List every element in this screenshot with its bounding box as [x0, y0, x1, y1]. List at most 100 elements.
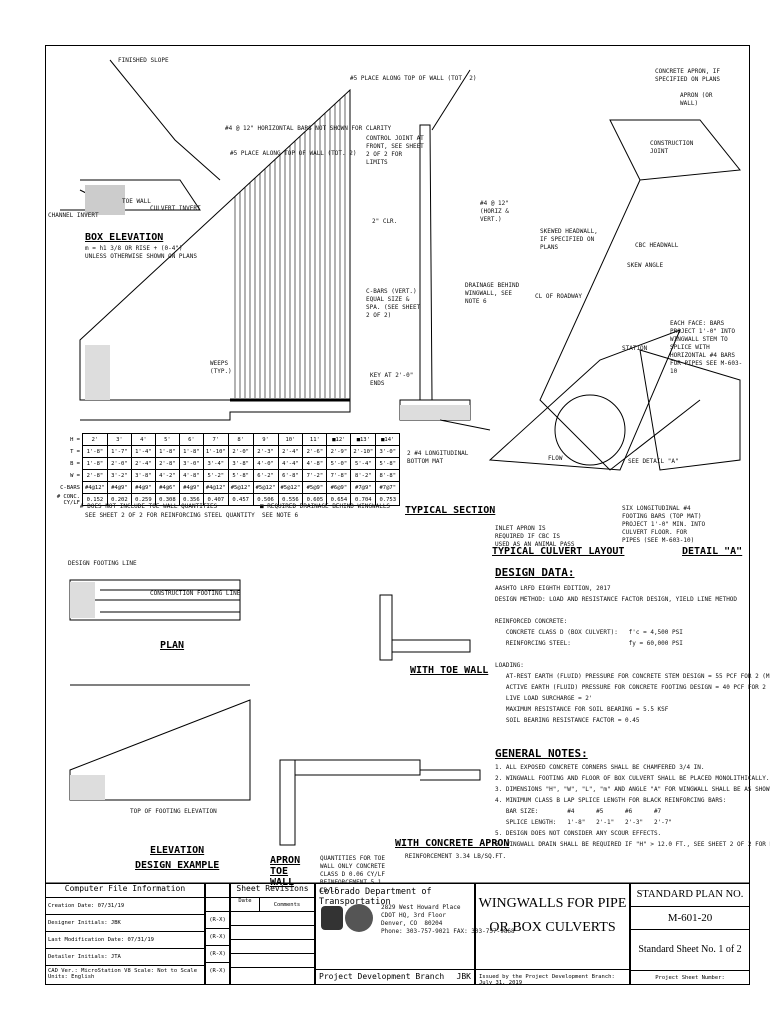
table-cell: 3'-8" [130, 469, 156, 482]
text-line: SPLICE LENGTH: 1'-8" 2'-1" 2'-3" 2'-7" [495, 819, 673, 826]
table-cell: 2'-0" [106, 457, 132, 470]
text-line [495, 651, 770, 662]
general-notes-list: 1. ALL EXPOSED CONCRETE CORNERS SHALL BE… [495, 764, 770, 852]
table-row: W =2'-8"3'-2"3'-8"4'-2"4'-8"5'-2"5'-8"6'… [50, 469, 401, 482]
design-example-title: DESIGN EXAMPLE [135, 860, 220, 871]
label: EACH FACE: BARS PROJECT 1'-0" INTO WINGW… [670, 320, 743, 375]
table-cell: 3'-2" [106, 469, 132, 482]
table-cell: 8'-2" [350, 469, 377, 482]
table-cell: 3' [106, 433, 132, 446]
label: KEY AT 2'-0" ENDS [370, 372, 414, 387]
label: APRON (OR WALL) [680, 92, 713, 107]
table-cell: #4@9" [178, 481, 204, 494]
table-cell: 2'-4" [130, 457, 156, 470]
table-cell: 0.704 [350, 493, 377, 506]
table-cell: 7' [202, 433, 229, 446]
label: REINFORCEMENT 3.34 LB/SQ.FT. [405, 853, 507, 860]
initials: JBK [456, 972, 471, 981]
label: CONSTRUCTION JOINT [650, 140, 694, 155]
label: #5 PLACE ALONG TOP OF WALL (TOT. 2) [350, 75, 477, 82]
elevation-example-drawing [69, 684, 251, 801]
text-line: SOIL BEARING RESISTANCE FACTOR = 0.45 [495, 717, 640, 724]
label: DRAINAGE BEHIND WINGWALL, SEE NOTE 6 [465, 282, 520, 305]
text-line: 2829 West Howard Place [381, 904, 461, 911]
design-data-title: DESIGN DATA: [495, 566, 575, 579]
table-cell: 1'-8" [82, 457, 108, 470]
typical-section-title: TYPICAL SECTION [405, 505, 496, 516]
table-cell: 6'-8" [277, 469, 304, 482]
label-finished-slope: FINISHED SLOPE [118, 57, 169, 64]
typical-section-drawing [399, 69, 491, 431]
table-note: SEE NOTE 6 [262, 512, 299, 519]
apron-toe-wall-title: APRON TOE WALL [270, 855, 301, 888]
table-cell: #7@7" [375, 481, 401, 494]
table-cell: 5' [154, 433, 180, 446]
table-cell: 6'-2" [252, 469, 279, 482]
table-cell: 2'-9" [326, 445, 352, 458]
table-cell: 5'-2" [202, 469, 229, 482]
text-line: LOADING: [495, 662, 524, 669]
plan-number-block: STANDARD PLAN NO. M-601-20 Standard Shee… [630, 883, 750, 985]
label: C-BARS (VERT.) EQUAL SIZE & SPA. (SEE SH… [366, 288, 421, 319]
table-note: ■ REQUIRED DRAINAGE BEHIND WINGWALLS [260, 503, 391, 510]
text-line: MAXIMUM RESISTANCE FOR SOIL BEARING = 5.… [495, 706, 669, 713]
table-cell: 4'-8" [302, 457, 328, 470]
cfi-row: Last Modification Date: 07/31/19 [46, 931, 204, 948]
table-row: B =1'-8"2'-0"2'-4"2'-8"3'-0"3'-4"3'-8"4'… [50, 457, 401, 470]
branch: Project Development Branch [319, 972, 445, 981]
table-cell: 1'-4" [130, 445, 156, 458]
label: WEEPS (TYP.) [210, 360, 232, 375]
text-line: Denver, CO 80204 [381, 920, 443, 927]
label: SKEW ANGLE [627, 262, 664, 269]
label: CONCRETE APRON, IF SPECIFIED ON PLANS [655, 68, 721, 83]
table-row: H =2'3'4'5'6'7'8'9'10'11'■12'■13'■14' [50, 433, 401, 446]
table-note: # DOES NOT INCLUDE TOE WALL QUANTITIES [80, 503, 218, 510]
label: QUANTITIES FOR TOE WALL ONLY CONCRETE CL… [320, 855, 386, 894]
table-cell: #5@9" [302, 481, 328, 494]
agency-block: Colorado Department of Transportation 28… [315, 883, 515, 985]
row-label: B = [70, 460, 80, 467]
issued-note: Issued by the Project Development Branch… [476, 969, 629, 990]
label: CULVERT INVERT [150, 205, 201, 212]
culvert-layout-title: TYPICAL CULVERT LAYOUT [492, 546, 625, 557]
row-label: # CONC. CY/LF [56, 493, 80, 506]
table-cell: 5'-4" [350, 457, 377, 470]
table-cell: 7'-2" [302, 469, 328, 482]
detail-a-title: DETAIL "A" [682, 546, 743, 557]
table-cell: 2' [82, 433, 108, 446]
table-cell: 7'-8" [326, 469, 352, 482]
table-cell: 11' [302, 433, 328, 446]
table-cell: #5@12" [277, 481, 304, 494]
label: CONTROL JOINT AT FRONT, SEE SHEET 2 OF 2… [366, 135, 424, 166]
rev-date-header: Date [231, 898, 260, 911]
table-cell: 10' [277, 433, 304, 446]
with-toe-wall-title: WITH TOE WALL [410, 665, 489, 676]
sheet-title-1: WINGWALLS FOR PIPE [478, 896, 627, 911]
label: 2" CLR. [372, 218, 398, 225]
sheet-title-2: OR BOX CULVERTS [489, 920, 616, 935]
text-line: BAR SIZE: #4 #5 #6 #7 [495, 808, 662, 815]
table-cell: 2'-4" [277, 445, 304, 458]
table-cell: 3'-4" [202, 457, 229, 470]
table-cell: ■13' [350, 433, 377, 446]
plan-number: M-601-20 [631, 907, 749, 930]
table-cell: #4@12" [82, 481, 108, 494]
text-line: Phone: 303-757-9021 FAX: 303-757-9868 [381, 928, 515, 935]
general-notes-title: GENERAL NOTES: [495, 747, 588, 760]
table-cell: 2'-3" [252, 445, 279, 458]
std-plan-label: STANDARD PLAN NO. [631, 884, 749, 907]
cfi-title: Computer File Information [64, 884, 186, 893]
computer-file-info: Computer File Information Creation Date:… [45, 883, 205, 985]
rx-marker: (R-X) [206, 928, 229, 945]
table-cell: 1'-10" [202, 445, 229, 458]
project-sheet-number: Project Sheet Number: [655, 975, 725, 981]
cfi-row: CAD Ver.: MicroStation V8 Scale: Not to … [46, 965, 204, 982]
row-label: H = [70, 436, 80, 443]
rx-marker: (R-X) [206, 962, 229, 979]
agency-name: Colorado Department of Transportation [319, 887, 432, 907]
table-cell: 1'-7" [106, 445, 132, 458]
table-cell: 0.457 [227, 493, 254, 506]
text-line: 2. WINGWALL FOOTING AND FLOOR OF BOX CUL… [495, 775, 770, 782]
